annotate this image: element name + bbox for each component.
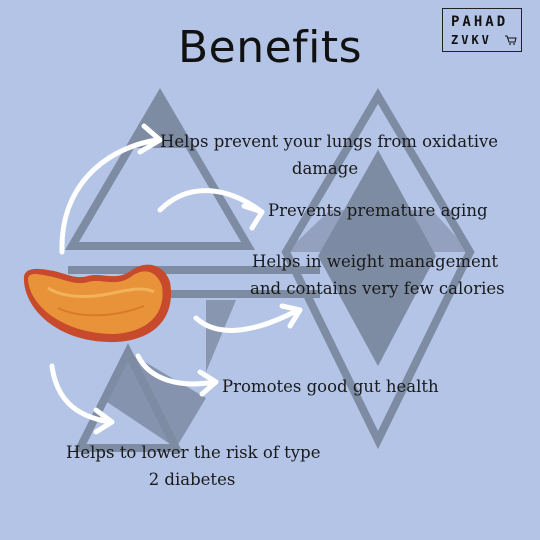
arrow-2: [157, 188, 265, 215]
benefit-lungs: Helps prevent your lungs from oxidative …: [160, 128, 499, 182]
logo-line-2: ZVKV: [451, 33, 492, 47]
benefit-diabetes-line-1: Helps to lower the risk of type: [66, 443, 321, 462]
dried-apricot-image: [23, 264, 172, 343]
benefit-weight-line-1: Helps in weight management: [251, 252, 499, 271]
benefit-diabetes: Helps to lower the risk of type 2 diabet…: [66, 439, 321, 493]
benefit-aging-line-1: Prevents premature aging: [268, 201, 488, 220]
arrow-4: [135, 353, 217, 387]
arrow-1: [59, 137, 159, 255]
bar-lower: [68, 290, 320, 298]
benefit-lungs-line-2: damage: [291, 159, 359, 178]
cart-icon: [505, 35, 517, 45]
benefit-aging: Prevents premature aging: [268, 197, 488, 224]
arrow-5: [49, 363, 113, 425]
bar-upper: [68, 266, 320, 274]
logo-line-1: PAHAD: [451, 14, 509, 30]
arrow-3: [193, 307, 301, 333]
benefit-weight: Helps in weight management and contains …: [250, 248, 505, 302]
accent-shape: [206, 300, 236, 372]
arrows: [49, 123, 303, 435]
benefit-gut-line-1: Promotes good gut health: [222, 377, 439, 396]
benefit-weight-line-2: and contains very few calories: [250, 279, 505, 298]
benefit-diabetes-line-2: 2 diabetes: [148, 470, 236, 489]
left-shape-fill: [104, 96, 206, 448]
page-title: Benefits: [177, 22, 363, 73]
benefit-gut: Promotes good gut health: [222, 373, 439, 400]
brand-logo: PAHAD ZVKV: [442, 8, 522, 52]
benefit-lungs-line-1: Helps prevent your lungs from oxidative: [160, 132, 499, 151]
right-diamond: [281, 88, 475, 450]
